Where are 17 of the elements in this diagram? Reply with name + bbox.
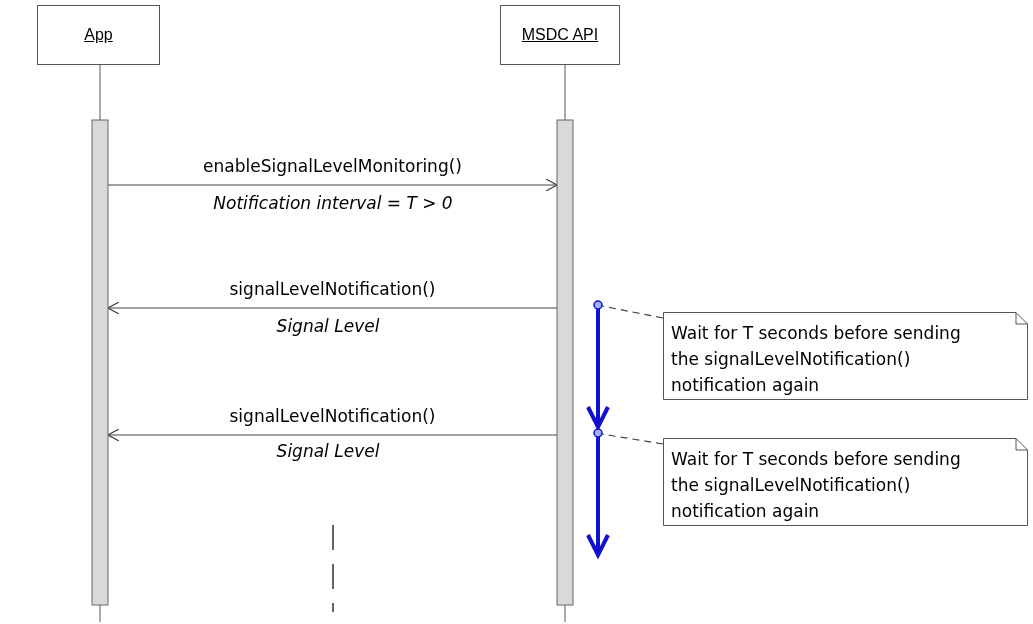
- message-label: signalLevelNotification(): [229, 406, 436, 426]
- parameter-note: Signal Level: [276, 441, 380, 461]
- leader-line: [601, 433, 664, 445]
- parameter-note: Signal Level: [276, 316, 380, 336]
- participant-name: MSDC API: [521, 26, 599, 44]
- message-arrow: [107, 178, 558, 192]
- message-arrow: [107, 428, 558, 442]
- participant-name: App: [84, 26, 113, 44]
- message-label: signalLevelNotification(): [229, 279, 436, 299]
- note-box: [663, 438, 1028, 526]
- note-text: Wait for T seconds before sending the signalLevelNotification() notification again: [671, 322, 962, 397]
- note-box: [663, 312, 1028, 400]
- message-arrow: [107, 301, 558, 315]
- leader-line: [601, 305, 664, 319]
- note-text: Wait for T seconds before sending the signalLevelNotification() notification again: [671, 448, 962, 523]
- message-label: enableSignalLevelMonitoring(): [203, 156, 462, 176]
- parameter-note: Notification interval = T > 0: [213, 193, 453, 213]
